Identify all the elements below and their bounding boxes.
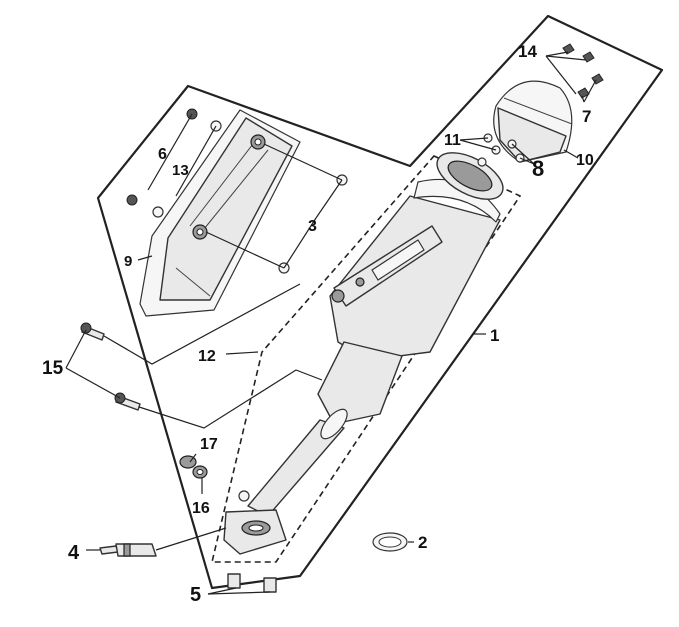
callout-17: 17	[200, 436, 218, 453]
bolt-leader-upper	[103, 283, 301, 365]
muffler-body	[329, 152, 504, 361]
assembly-outline	[96, 14, 664, 590]
callout-6: 6	[158, 146, 167, 163]
heat-shield-screws	[126, 108, 348, 274]
leader-9	[137, 255, 153, 261]
end-washers	[459, 133, 535, 167]
heat-shield	[139, 109, 301, 317]
callout-10: 10	[576, 152, 594, 169]
callout-7: 7	[582, 107, 591, 126]
callout-11: 11	[444, 132, 461, 149]
callout-8: 8	[532, 156, 544, 181]
callout-14: 14	[518, 42, 537, 61]
callout-1: 1	[490, 326, 499, 345]
bolt-leader-lower	[135, 369, 323, 429]
mount-bolts	[65, 322, 141, 411]
cap-screws	[545, 43, 604, 103]
exhaust-gasket-ring	[372, 532, 414, 552]
callout-2: 2	[418, 533, 427, 552]
callout-9: 9	[124, 253, 132, 270]
callout-12: 12	[198, 348, 216, 365]
end-cap	[493, 80, 579, 163]
exhaust-pipe	[223, 341, 403, 555]
oxygen-sensor	[86, 527, 227, 557]
leader-12	[225, 351, 259, 355]
gasket-seal	[179, 453, 208, 494]
callout-16: 16	[192, 500, 210, 517]
callout-13: 13	[172, 162, 189, 179]
callout-5: 5	[190, 584, 201, 606]
flange-nuts	[207, 573, 277, 595]
callout-3: 3	[308, 218, 317, 235]
callout-4: 4	[68, 542, 80, 564]
callout-15: 15	[42, 358, 64, 379]
